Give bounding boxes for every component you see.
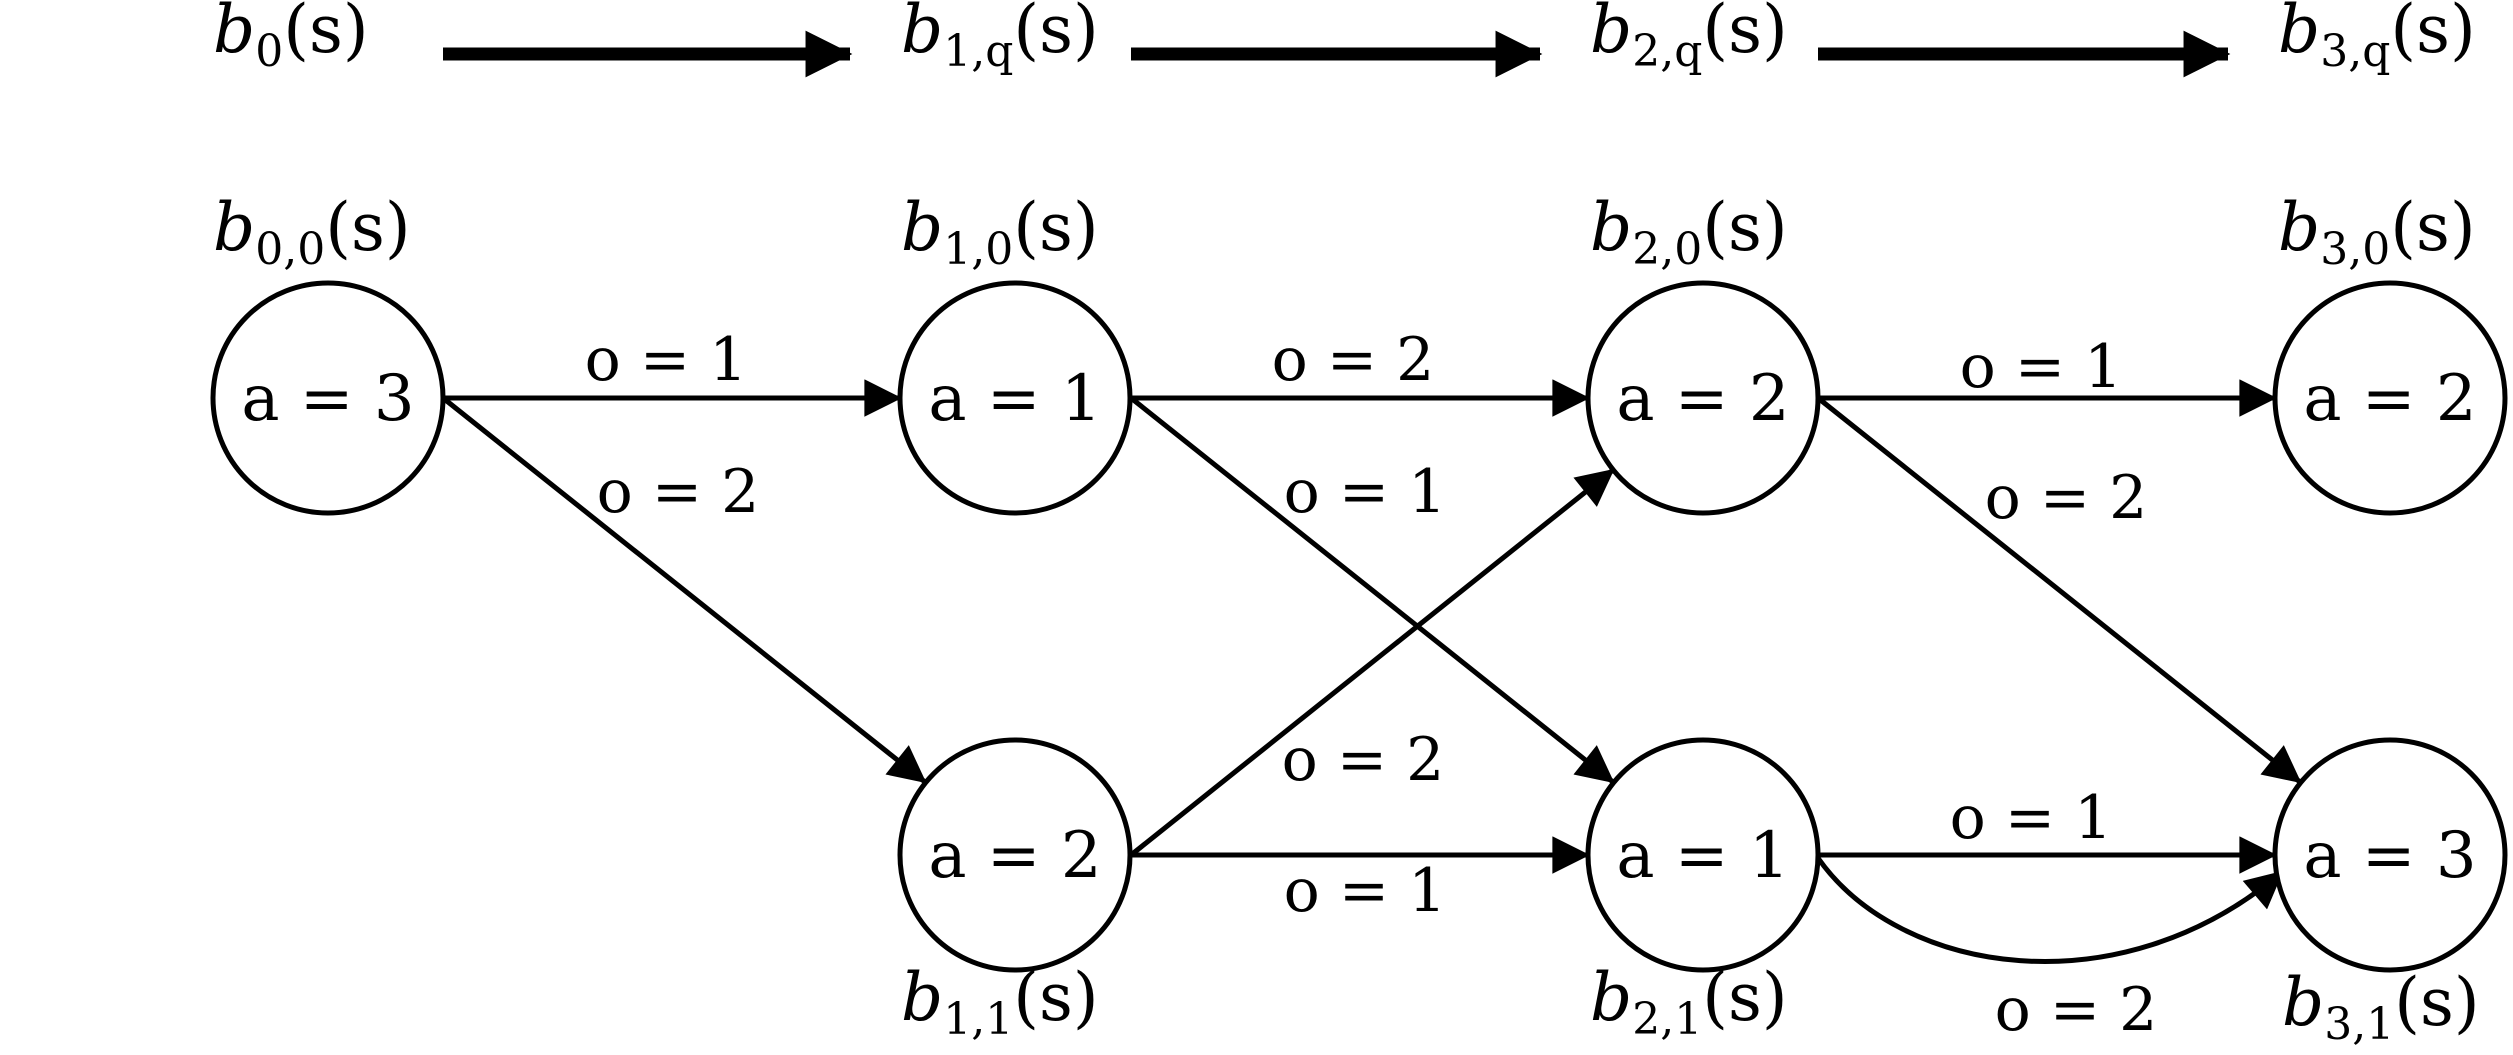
- belief-label-n30: b3,0(s): [2278, 189, 2476, 275]
- timeline-label-1: b1,q(s): [901, 0, 1099, 77]
- node-n10: a = 1: [897, 280, 1133, 516]
- edge-label-e2: o = 2: [597, 457, 760, 527]
- node-circle: [2272, 737, 2508, 973]
- node-action: a = 3: [241, 362, 414, 436]
- edges: [441, 379, 2302, 964]
- belief-label-n20: b2,0(s): [1590, 189, 1788, 275]
- belief-label-n11: b1,1(s): [901, 959, 1099, 1045]
- node-action: a = 2: [2303, 362, 2476, 436]
- node-circle: [1585, 737, 1821, 973]
- edge-label-e4: o = 1: [1284, 457, 1447, 527]
- timeline-label-3: b3,q(s): [2278, 0, 2476, 77]
- belief-label-n00: b0,0(s): [213, 189, 411, 275]
- node-action: a = 2: [1616, 362, 1789, 436]
- node-action: a = 1: [1616, 819, 1789, 893]
- node-action: a = 1: [928, 362, 1101, 436]
- node-circle: [897, 280, 1133, 516]
- edge-n10-n21: [1129, 396, 1615, 784]
- timeline: b0(s) b1,q(s) b2,q(s) b3,q(s): [213, 0, 2476, 78]
- edge-label-e6: o = 1: [1284, 856, 1447, 926]
- edge-label-e8: o = 2: [1985, 463, 2148, 533]
- edge-label-e5: o = 2: [1282, 725, 1445, 795]
- node-circle: [897, 737, 1133, 973]
- edge-n21-n31-o2: [1815, 856, 2284, 964]
- nodes: a = 3 a = 1 a = 2 a = 2 a = 1 a = 2 a = …: [210, 280, 2508, 973]
- node-circle: [210, 280, 446, 516]
- edge-label-e9: o = 1: [1950, 783, 2113, 853]
- node-action: a = 3: [2303, 819, 2476, 893]
- edge-label-e3: o = 2: [1272, 325, 1435, 395]
- edge-label-e7: o = 1: [1960, 332, 2123, 402]
- belief-label-n21: b2,1(s): [1590, 959, 1788, 1045]
- belief-labels: b0,0(s) b1,0(s) b1,1(s) b2,0(s) b2,1(s) …: [213, 189, 2480, 1050]
- node-action: a = 2: [928, 819, 1101, 893]
- belief-label-n10: b1,0(s): [901, 189, 1099, 275]
- node-n20: a = 2: [1585, 280, 1821, 516]
- belief-label-n31: b3,1(s): [2282, 964, 2480, 1050]
- edge-n00-n11: [441, 396, 927, 784]
- node-n31: a = 3: [2272, 737, 2508, 973]
- node-circle: [1585, 280, 1821, 516]
- node-n00: a = 3: [210, 280, 446, 516]
- node-circle: [2272, 280, 2508, 516]
- edge-label-e1: o = 1: [585, 325, 748, 395]
- node-n11: a = 2: [897, 737, 1133, 973]
- edge-n11-n20: [1129, 468, 1615, 857]
- node-n30: a = 2: [2272, 280, 2508, 516]
- edge-labels: o = 1 o = 2 o = 2 o = 1 o = 2 o = 1 o = …: [585, 325, 2158, 1045]
- edge-n20-n31: [1816, 396, 2302, 784]
- edge-label-e10: o = 2: [1995, 975, 2158, 1045]
- timeline-label-2: b2,q(s): [1590, 0, 1788, 77]
- node-n21: a = 1: [1585, 737, 1821, 973]
- timeline-label-0: b0(s): [213, 0, 369, 77]
